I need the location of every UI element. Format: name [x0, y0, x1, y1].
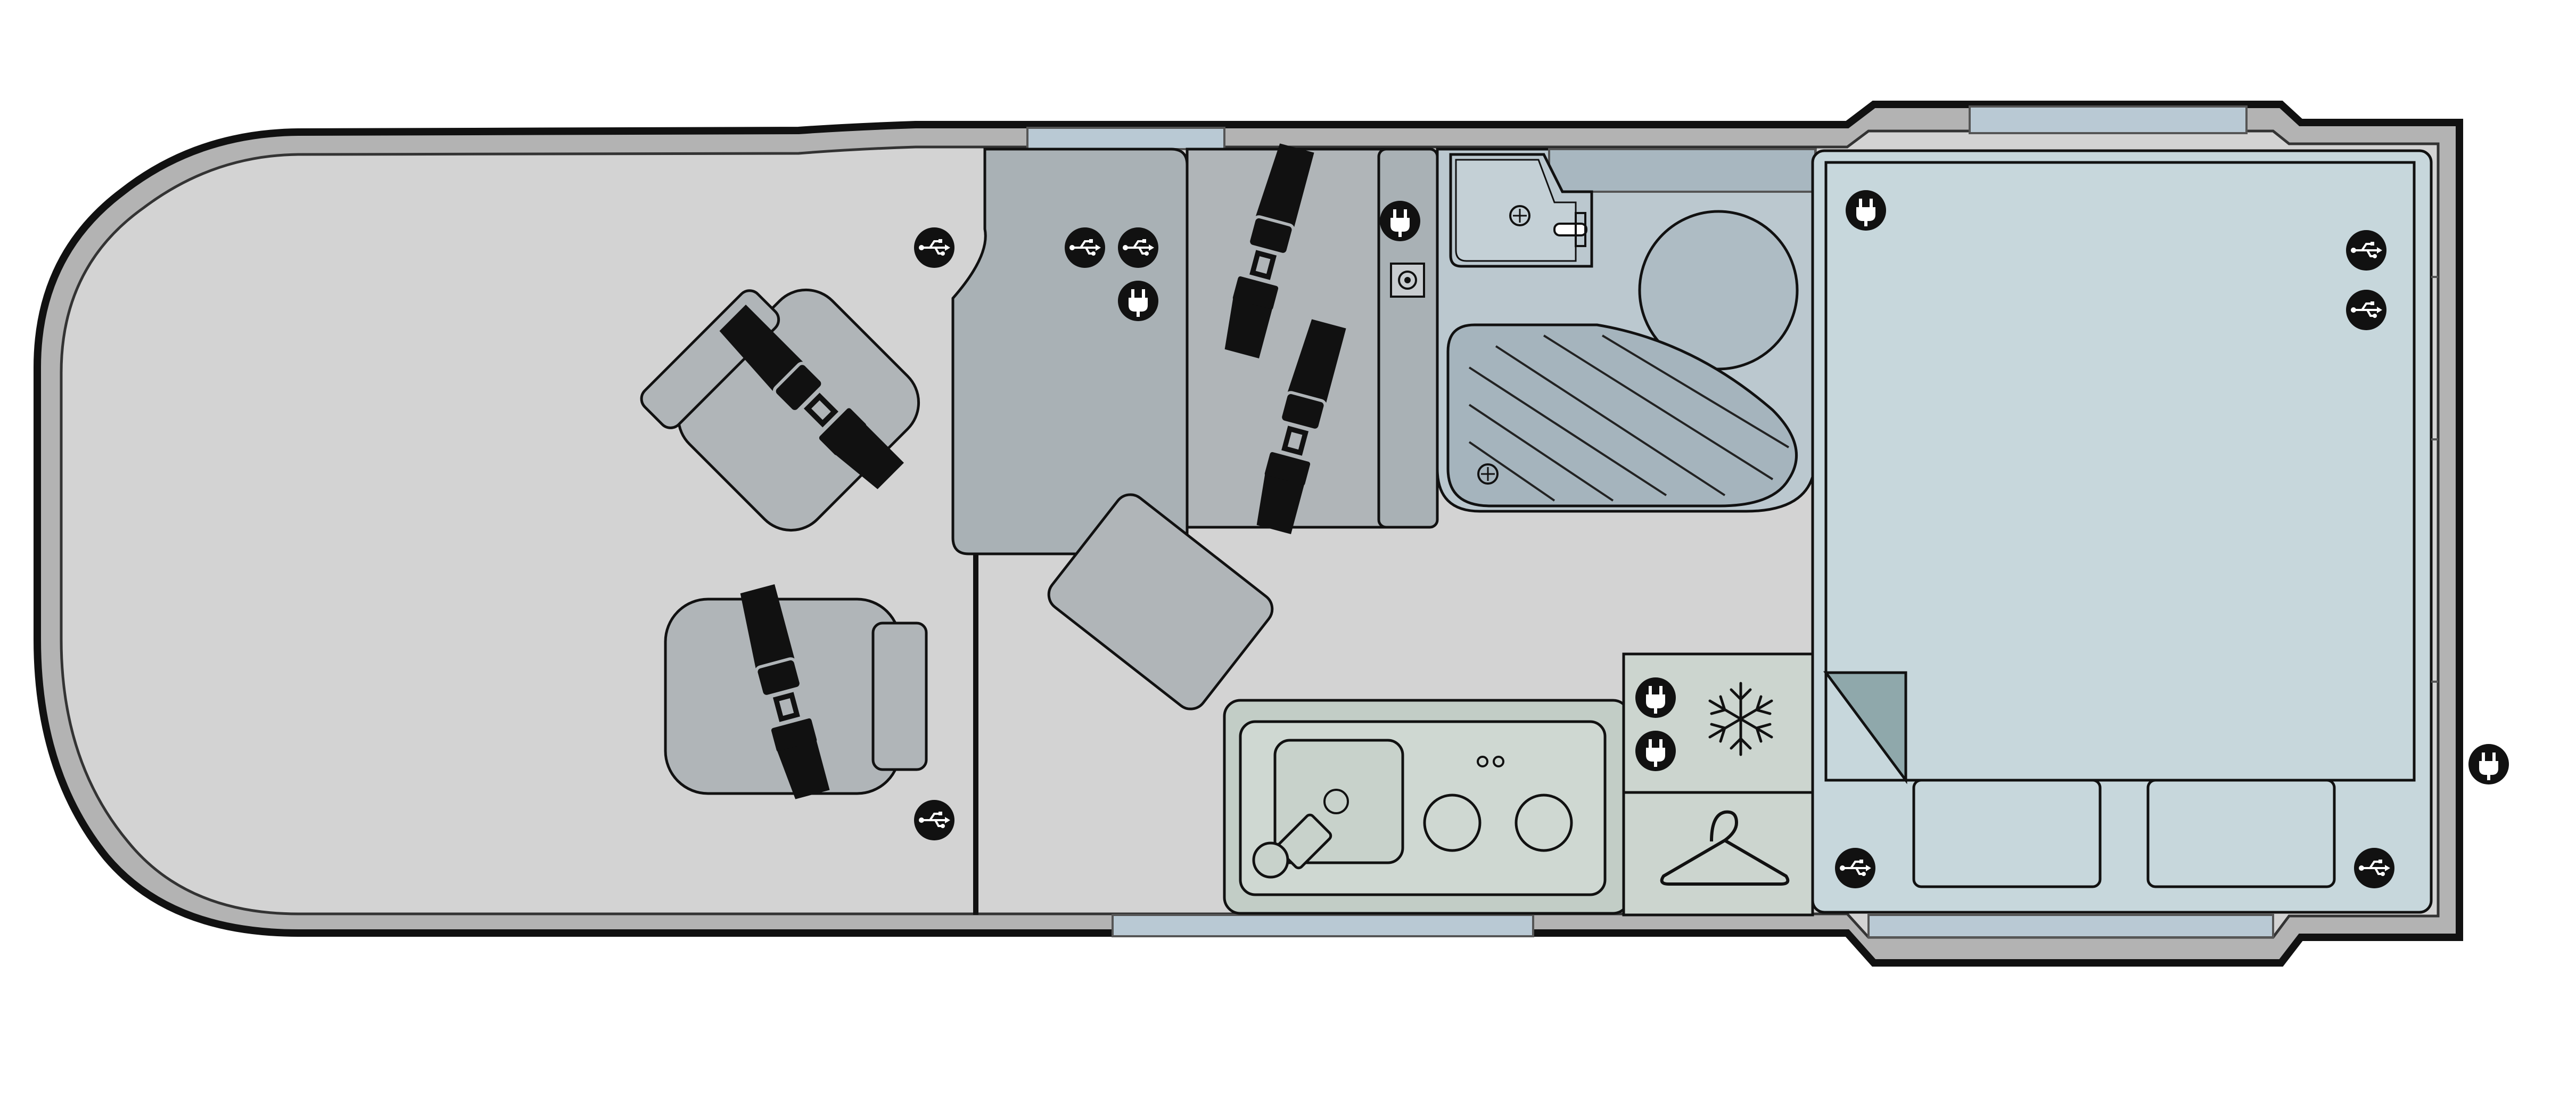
hob-burner-icon [1423, 756, 1573, 852]
bed-drawer-left[interactable] [1912, 779, 2102, 888]
rear-bench-seat[interactable] [1186, 142, 1439, 535]
window-bottom-rear [1867, 914, 2274, 938]
usb-socket-icon [2345, 229, 2388, 272]
driver-seat[interactable] [637, 252, 949, 565]
wardrobe[interactable] [1622, 791, 1814, 917]
dinette-table[interactable] [951, 148, 1189, 555]
usb-socket-icon [913, 226, 956, 269]
window-top-front [1026, 127, 1225, 150]
usb-socket-icon [1064, 226, 1106, 269]
wardrobe-hanger-icon [1660, 810, 1790, 886]
power-socket-icon [1380, 201, 1420, 241]
power-socket-icon [2468, 744, 2509, 784]
bed-drawer-right[interactable] [2146, 779, 2336, 888]
usb-socket-icon [2353, 847, 2396, 889]
window-top-rear [1969, 105, 2248, 134]
power-socket-icon [1635, 731, 1676, 771]
passenger-seat[interactable] [664, 584, 928, 801]
bed-mattress [1824, 161, 2416, 782]
swivel-table-leaf[interactable] [1042, 488, 1279, 716]
window-bottom-door [1112, 914, 1534, 937]
tv-point-icon [1390, 263, 1425, 298]
bed-fold-corner [1823, 671, 1907, 784]
usb-socket-icon [1117, 226, 1159, 269]
washroom-cabinet [1548, 148, 1816, 193]
power-socket-icon [1635, 677, 1676, 718]
usb-socket-icon [913, 799, 956, 841]
washroom-sink-icon [1449, 153, 1593, 268]
shower-tray-icon [1446, 323, 1798, 508]
kitchen-sink-icon [1252, 739, 1404, 879]
freezer-snowflake-icon [1708, 682, 1773, 756]
usb-socket-icon [1834, 847, 1877, 889]
power-socket-icon [1846, 190, 1886, 231]
usb-socket-icon [2345, 289, 2388, 331]
fridge-freezer[interactable] [1622, 652, 1814, 794]
power-socket-icon [1118, 281, 1158, 321]
